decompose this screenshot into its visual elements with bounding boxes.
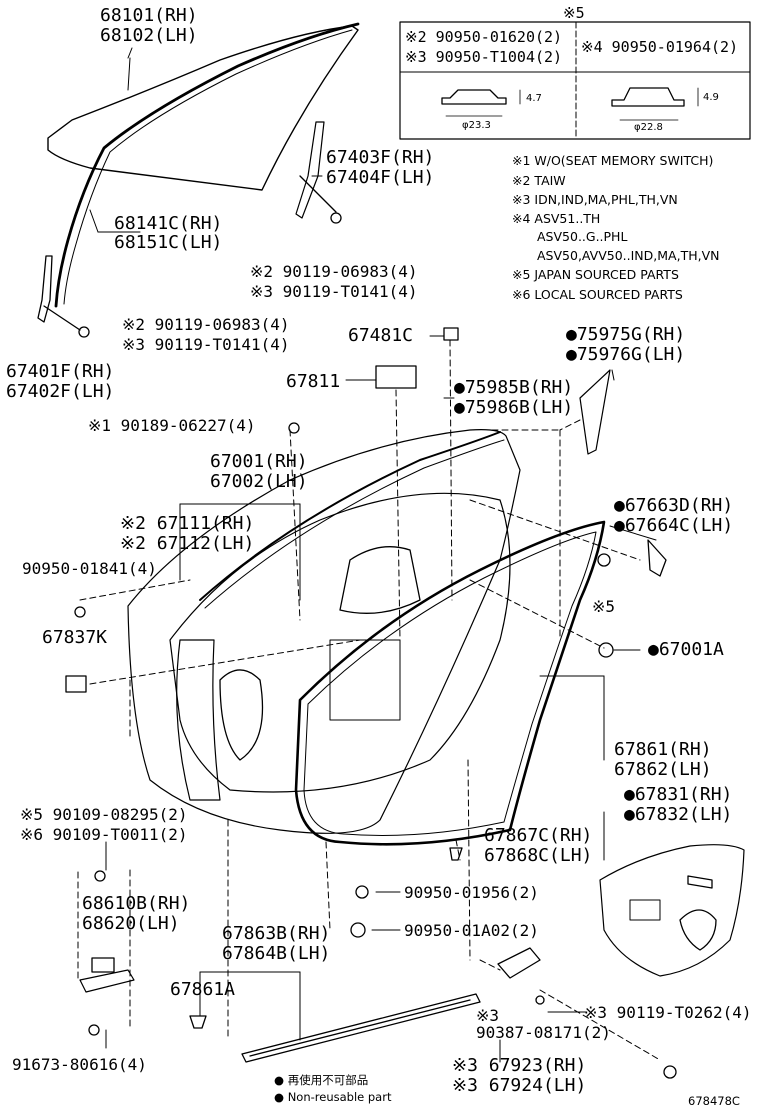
note-6: ※6 LOCAL SOURCED PARTS (512, 287, 683, 302)
label-bolt-a1: ※2 90119-06983(4) (250, 262, 418, 281)
label-ws-rh: 67861(RH) (614, 739, 712, 760)
label-bolt-c1: ※5 90109-08295(2) (20, 805, 188, 824)
door-weatherstrip (294, 520, 606, 846)
legend-jp: ● 再使用不可部品 (274, 1073, 369, 1087)
label-belt-lh: ●75986B(LH) (454, 397, 574, 418)
label-glass-lh: 68102(LH) (100, 25, 198, 46)
label-plug: 90950-01841(4) (22, 559, 157, 578)
label-check-rh: 68610B(RH) (82, 893, 191, 914)
label-67481c: 67481C (348, 325, 414, 346)
label-plug2: 90950-01956(2) (404, 883, 539, 902)
note-2: ※2 TAIW (512, 173, 566, 188)
label-run-rh: 68141C(RH) (114, 213, 223, 234)
label-bolt-d: ※3 90119-T0262(4) (584, 1003, 752, 1022)
label-hs-lh: ●67832(LH) (624, 804, 733, 825)
label-bolt-e: 91673-80616(4) (12, 1055, 147, 1074)
label-trim-rh: ●75975G(RH) (566, 324, 686, 345)
label-hs-rh: ●67831(RH) (624, 784, 733, 805)
label-inner-lh: ※2 67112(LH) (120, 533, 255, 554)
label-mark3: ※3 (476, 1006, 500, 1025)
run-channel (54, 22, 360, 308)
label-ws2-rh: 67863B(RH) (222, 923, 331, 944)
label-67001a: ●67001A (648, 639, 724, 660)
door-trim-panel (599, 844, 745, 977)
note-5: ※5 JAPAN SOURCED PARTS (512, 267, 679, 282)
label-mark5: ※5 (592, 597, 616, 616)
label-clip-rh: 67867C(RH) (484, 825, 593, 846)
dim-b-height: 4.9 (703, 92, 719, 103)
label-ps-rh: ●67663D(RH) (614, 495, 734, 516)
box-title: ※5 (563, 4, 585, 22)
label-belt-rh: ●75985B(RH) (454, 377, 574, 398)
diagram-code: 678478C (688, 1094, 740, 1108)
label-cover-rh: ※3 67923(RH) (452, 1055, 587, 1076)
label-bolt-b1: ※2 90119-06983(4) (122, 315, 290, 334)
legend-en: ● Non-reusable part (274, 1090, 392, 1104)
label-run-lh: 68151C(LH) (114, 232, 223, 253)
label-chf-rh: 67401F(RH) (6, 361, 115, 382)
label-bolt-b2: ※3 90119-T0141(4) (122, 335, 290, 354)
label-bolt-c2: ※6 90109-T0011(2) (20, 825, 188, 844)
note-1: ※1 W/O(SEAT MEMORY SWITCH) (512, 153, 714, 168)
note-4c: ASV50,AVV50..IND,MA,TH,VN (537, 248, 720, 263)
label-door-lh: 67002(LH) (210, 471, 308, 492)
door-inner-panel (169, 492, 511, 793)
dim-b-diameter: φ22.8 (634, 122, 663, 133)
label-glass-rh: 68101(RH) (100, 5, 198, 26)
label-67861a: 67861A (170, 979, 236, 1000)
label-door-rh: 67001(RH) (210, 451, 308, 472)
note-3: ※3 IDN,IND,MA,PHL,TH,VN (512, 192, 678, 207)
label-channel-lh: 67404F(LH) (326, 167, 435, 188)
label-check-lh: 68620(LH) (82, 913, 180, 934)
label-chf-lh: 67402F(LH) (6, 381, 115, 402)
note-4: ※4 ASV51..TH (512, 211, 601, 226)
label-clip-lh: 67868C(LH) (484, 845, 593, 866)
label-trim-lh: ●75976G(LH) (566, 344, 686, 365)
label-ws2-lh: 67864B(LH) (222, 943, 331, 964)
label-ws-lh: 67862(LH) (614, 759, 712, 780)
label-nut: 90387-08171(2) (476, 1023, 611, 1042)
label-67837k: 67837K (42, 627, 108, 648)
box-part-2: ※3 90950-T1004(2) (405, 48, 563, 66)
label-channel-rh: 67403F(RH) (326, 147, 435, 168)
label-plug3: 90950-01A02(2) (404, 921, 539, 940)
label-ps-lh: ●67664C(LH) (614, 515, 734, 536)
label-screw: ※1 90189-06227(4) (88, 416, 256, 435)
box-part-3: ※4 90950-01964(2) (581, 38, 739, 56)
door-outer-panel (127, 429, 521, 834)
dim-a-height: 4.7 (526, 93, 542, 104)
note-4b: ASV50..G..PHL (537, 229, 628, 244)
label-inner-rh: ※2 67111(RH) (120, 513, 255, 534)
label-67811: 67811 (286, 371, 341, 392)
box-part-1: ※2 90950-01620(2) (405, 28, 563, 46)
label-bolt-a2: ※3 90119-T0141(4) (250, 282, 418, 301)
label-cover-lh: ※3 67924(LH) (452, 1075, 587, 1096)
dim-a-diameter: φ23.3 (462, 120, 491, 131)
